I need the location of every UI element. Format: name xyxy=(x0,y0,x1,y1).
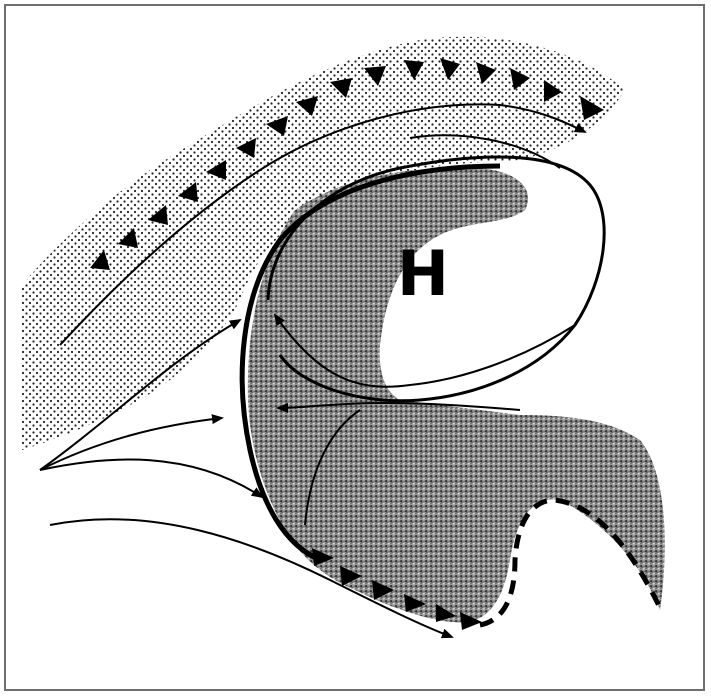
high-pressure-label: H xyxy=(397,237,449,310)
streamline-fan-3 xyxy=(40,459,262,497)
